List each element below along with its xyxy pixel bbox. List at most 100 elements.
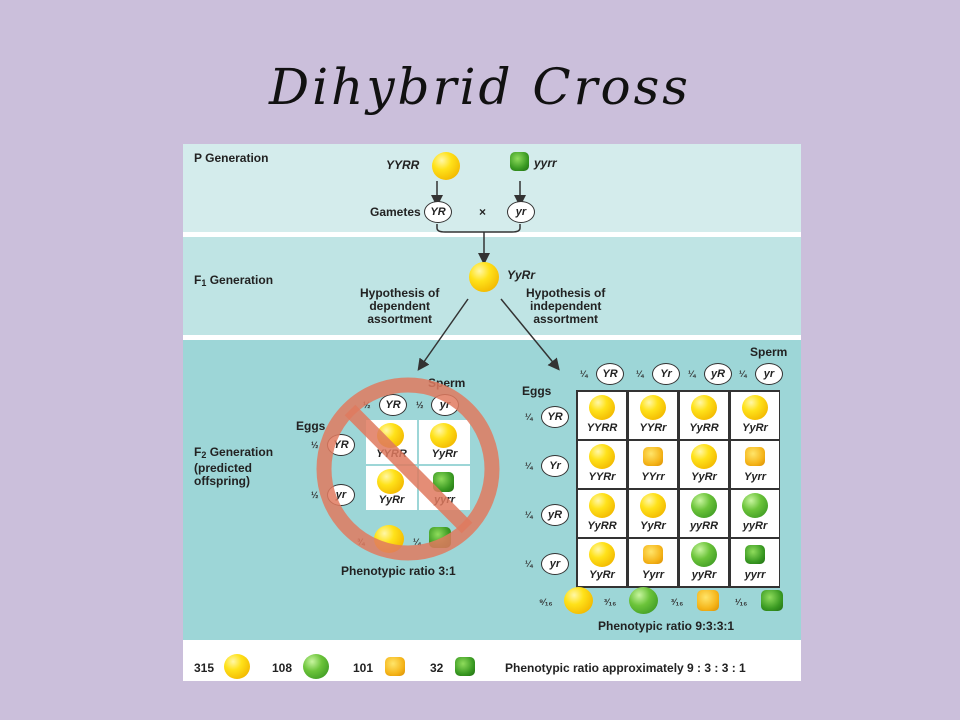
yellow-round-pea-icon bbox=[469, 262, 499, 292]
punnett-cell: Yyrr bbox=[731, 441, 779, 488]
green-wrinkled-pea-icon bbox=[455, 657, 475, 676]
yellow-round-pea-icon bbox=[430, 423, 457, 448]
fraction-label: ¼ bbox=[580, 369, 588, 379]
punnett-cell: YYRR bbox=[578, 392, 626, 439]
arrows-layer bbox=[417, 181, 560, 371]
cross-symbol: × bbox=[479, 205, 487, 219]
green-wrinkled-pea-icon bbox=[745, 545, 765, 564]
green-round-pea-icon bbox=[691, 542, 717, 567]
fraction-label: ³⁄₁₆ bbox=[604, 597, 617, 607]
arrow-independent bbox=[500, 298, 560, 371]
punnett-cell: yyRR bbox=[680, 490, 728, 537]
f2-generation-label: F2 Generation (predicted offspring) bbox=[194, 445, 274, 488]
yellow-round-pea-icon bbox=[224, 654, 250, 679]
observed-count: 315 bbox=[194, 661, 215, 675]
prohibition-sign-icon bbox=[316, 377, 500, 561]
green-round-pea-icon bbox=[691, 493, 717, 518]
observed-results-band bbox=[183, 640, 801, 681]
punnett-cell: YYrr bbox=[629, 441, 677, 488]
observed-count: 32 bbox=[430, 661, 444, 675]
yellow-round-pea-icon bbox=[564, 587, 593, 614]
fraction-label: ¼ bbox=[525, 559, 533, 569]
fraction-label: ¼ bbox=[636, 369, 644, 379]
green-wrinkled-pea-icon bbox=[510, 152, 529, 171]
dihybrid-cross-figure: P Generation YYRR yyrr Gametes YR × yr F… bbox=[183, 144, 801, 681]
fraction-label: ½ bbox=[311, 440, 319, 450]
punnett-cell: YyRR bbox=[578, 490, 626, 537]
green-round-pea-icon bbox=[303, 654, 329, 679]
yellow-wrinkled-pea-icon bbox=[385, 657, 405, 676]
fraction-label: ¼ bbox=[525, 510, 533, 520]
fraction-label: ½ bbox=[311, 490, 319, 500]
gametes-label: Gametes bbox=[370, 205, 421, 219]
fraction-label: ³⁄₁₆ bbox=[671, 597, 684, 607]
yellow-wrinkled-pea-icon bbox=[643, 545, 663, 564]
parent2-genotype: yyrr bbox=[534, 156, 557, 170]
fraction-label: ½ bbox=[363, 400, 371, 410]
f1-generation-label: F1 Generation bbox=[194, 273, 274, 289]
punnett-cell: YyRr bbox=[680, 441, 728, 488]
yellow-wrinkled-pea-icon bbox=[745, 447, 765, 466]
gamete-merge-line bbox=[436, 224, 521, 233]
yellow-wrinkled-pea-icon bbox=[643, 447, 663, 466]
green-round-pea-icon bbox=[629, 587, 658, 614]
punnett-cell: yyRr bbox=[680, 539, 728, 586]
egg-gamete: YR bbox=[541, 406, 569, 428]
fraction-label: ¼ bbox=[413, 537, 421, 547]
egg-gamete: yr bbox=[541, 553, 569, 575]
green-wrinkled-pea-icon bbox=[433, 472, 454, 492]
yellow-round-pea-icon bbox=[640, 493, 666, 518]
punnett-cell: yyrr bbox=[731, 539, 779, 586]
punnett-cell: YyRr bbox=[731, 392, 779, 439]
sperm-gamete: YR bbox=[379, 394, 407, 416]
yellow-round-pea-icon bbox=[640, 395, 666, 420]
observed-ratio-label: Phenotypic ratio approximately 9 : 3 : 3… bbox=[505, 661, 746, 675]
fraction-label: ¼ bbox=[525, 412, 533, 422]
egg-gamete: yR bbox=[541, 504, 569, 526]
yellow-round-pea-icon bbox=[377, 469, 404, 494]
punnett-cell: YyRr bbox=[578, 539, 626, 586]
f1-genotype: YyRr bbox=[507, 268, 536, 282]
parent1-genotype: YYRR bbox=[386, 158, 420, 172]
independent-ratio-label: Phenotypic ratio 9:3:3:1 bbox=[598, 619, 735, 633]
gamete-yr-dominant: YR bbox=[424, 201, 452, 223]
slide-title: Dihybrid Cross bbox=[269, 58, 691, 116]
egg-gamete: Yr bbox=[541, 455, 569, 477]
yellow-round-pea-icon bbox=[589, 542, 615, 567]
punnett-cell: YyRR bbox=[680, 392, 728, 439]
observed-count: 101 bbox=[353, 661, 374, 675]
sperm-gamete: Yr bbox=[652, 363, 680, 385]
punnett-cell: YyRr bbox=[629, 490, 677, 537]
independent-eggs-label: Eggs bbox=[522, 384, 552, 398]
p-generation-label: P Generation bbox=[194, 151, 269, 165]
yellow-round-pea-icon bbox=[691, 395, 717, 420]
fraction-label: ½ bbox=[416, 400, 424, 410]
punnett-cell: YYRr bbox=[578, 441, 626, 488]
green-wrinkled-pea-icon bbox=[761, 590, 783, 611]
dependent-eggs-label: Eggs bbox=[296, 419, 326, 433]
fraction-label: ¼ bbox=[739, 369, 747, 379]
independent-sperm-label: Sperm bbox=[750, 345, 788, 359]
fraction-label: ¹⁄₁₆ bbox=[735, 597, 748, 607]
gamete-yr-recessive: yr bbox=[507, 201, 535, 223]
yellow-round-pea-icon bbox=[432, 152, 460, 180]
p-generation-band bbox=[183, 144, 801, 232]
green-round-pea-icon bbox=[742, 493, 768, 518]
punnett-cell: Yyrr bbox=[629, 539, 677, 586]
observed-count: 108 bbox=[272, 661, 293, 675]
sperm-gamete: yR bbox=[704, 363, 732, 385]
yellow-round-pea-icon bbox=[691, 444, 717, 469]
yellow-round-pea-icon bbox=[589, 444, 615, 469]
punnett-cell: YyRr bbox=[419, 420, 470, 464]
punnett-cell: yyRr bbox=[731, 490, 779, 537]
yellow-wrinkled-pea-icon bbox=[697, 590, 719, 611]
fraction-label: ¼ bbox=[525, 461, 533, 471]
arrow-dependent bbox=[417, 298, 469, 371]
sperm-gamete: yr bbox=[755, 363, 783, 385]
fraction-label: ⁹⁄₁₆ bbox=[539, 597, 553, 607]
fraction-label: ¼ bbox=[688, 369, 696, 379]
yellow-round-pea-icon bbox=[742, 395, 768, 420]
